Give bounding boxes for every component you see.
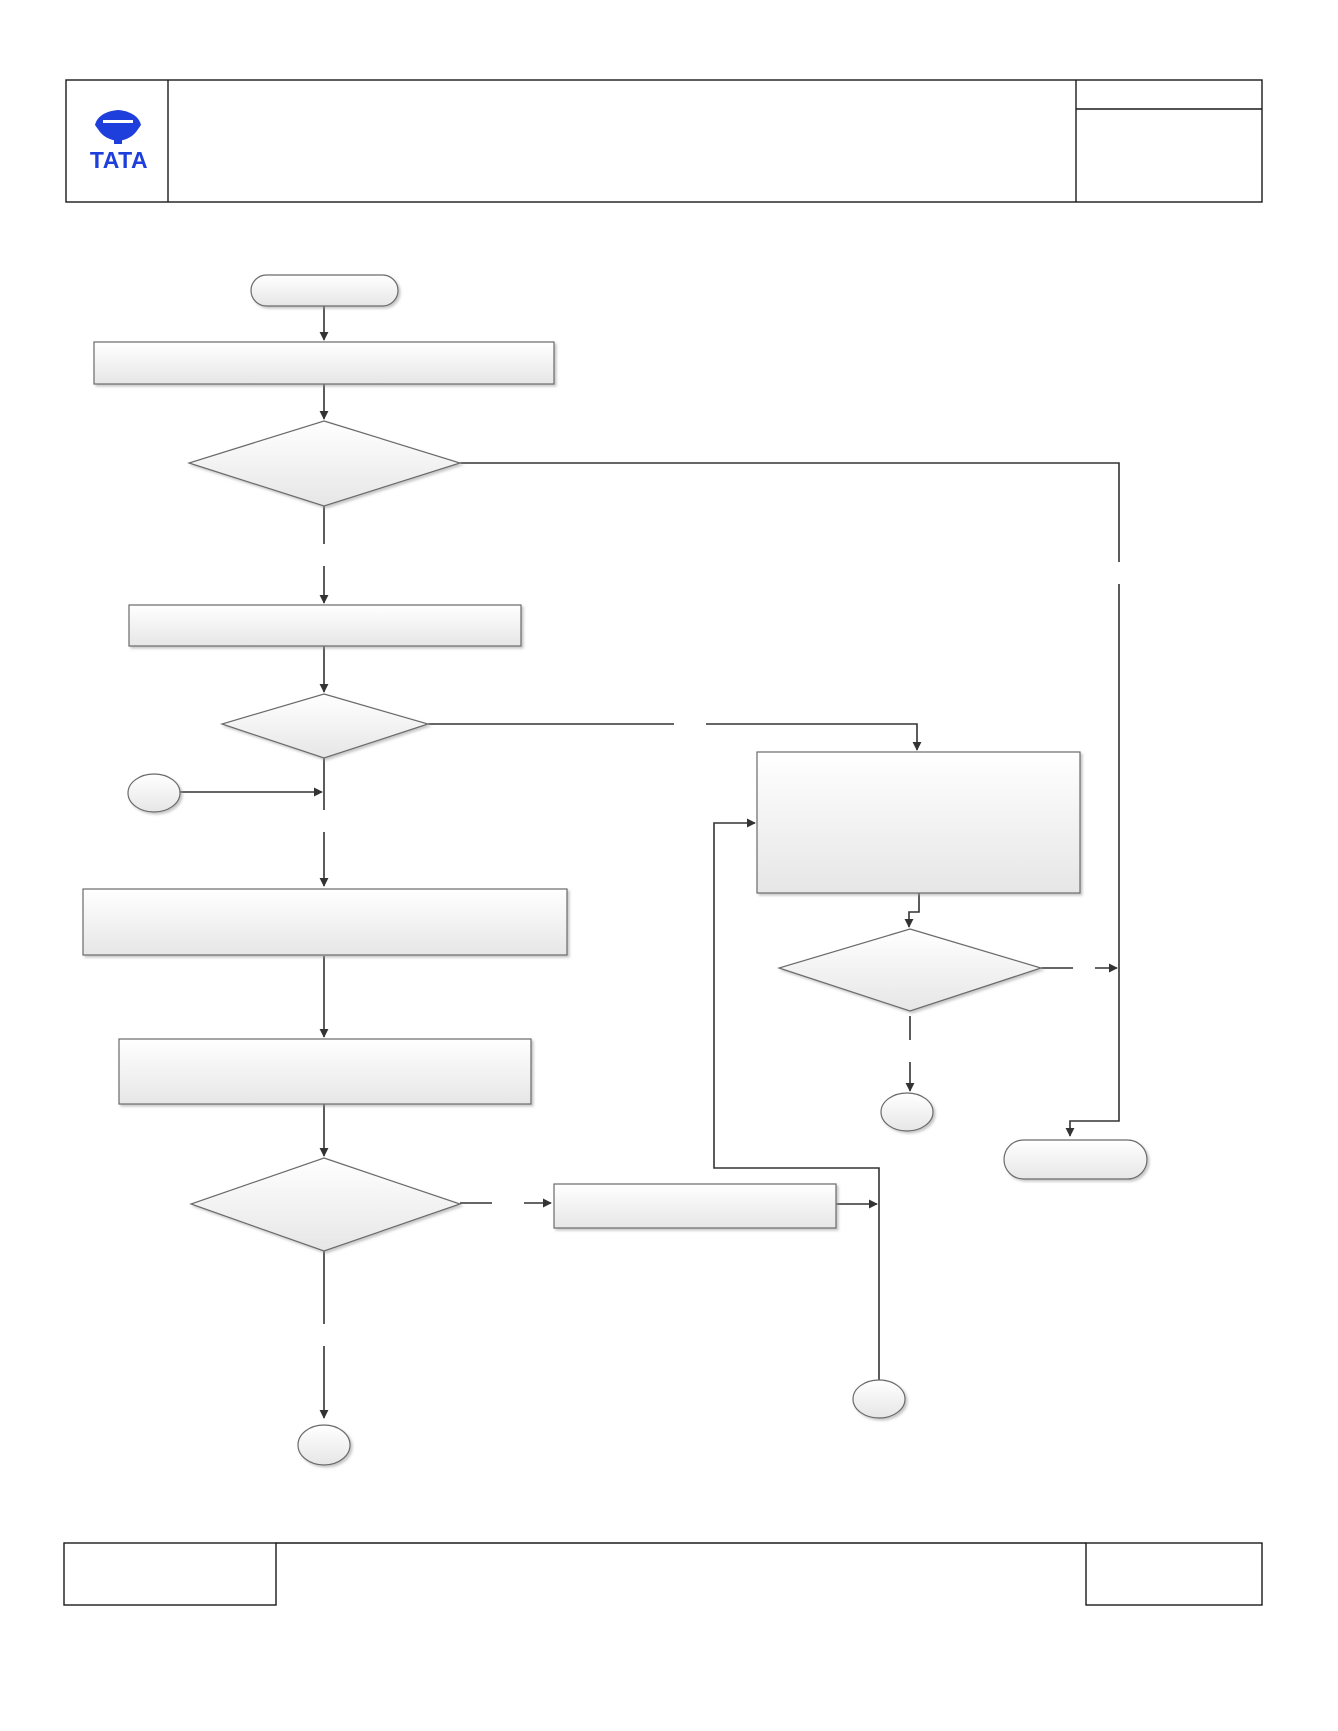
connector-circle-bottom-left (297, 1424, 351, 1466)
shapes (82, 274, 1148, 1466)
logo-emblem-right (118, 110, 141, 141)
header-frame (65, 79, 1263, 203)
process-box-3 (82, 888, 568, 956)
connector-box5-to-decision5 (904, 893, 920, 928)
logo-emblem-stem (114, 118, 122, 144)
connector-circle-3 (852, 1379, 906, 1419)
footer-cell-left (63, 1542, 277, 1606)
tata-logo-icon (95, 110, 141, 144)
connector-decision1-right-upper (460, 462, 1120, 562)
process-box-2 (128, 604, 522, 647)
process-box-1 (93, 341, 555, 385)
connectors (180, 306, 1120, 1419)
logo-emblem-gap (103, 120, 133, 123)
process-box-6 (553, 1183, 837, 1229)
end-terminator (1003, 1139, 1148, 1180)
connector-circle-2 (880, 1092, 934, 1132)
process-box-4 (118, 1038, 532, 1105)
logo-wordmark: TATA (90, 147, 148, 173)
connector-circle-1 (127, 773, 181, 813)
decision-4 (189, 1157, 462, 1252)
connector-decision2-right-right (706, 723, 922, 751)
decision-5 (776, 928, 1044, 1012)
decision-1 (187, 420, 463, 507)
footer-frame (63, 1542, 1263, 1606)
connector-decision1-right-lower (1065, 584, 1120, 1137)
start-terminator (250, 274, 399, 307)
process-box-5 (756, 751, 1081, 894)
tata-logo: TATA (90, 110, 148, 173)
logo-emblem-left (95, 110, 118, 141)
connector-loop-to-box5 (713, 818, 880, 1380)
header-border (65, 79, 1263, 203)
footer-cell-right (1085, 1542, 1263, 1606)
decision-2 (219, 693, 431, 759)
